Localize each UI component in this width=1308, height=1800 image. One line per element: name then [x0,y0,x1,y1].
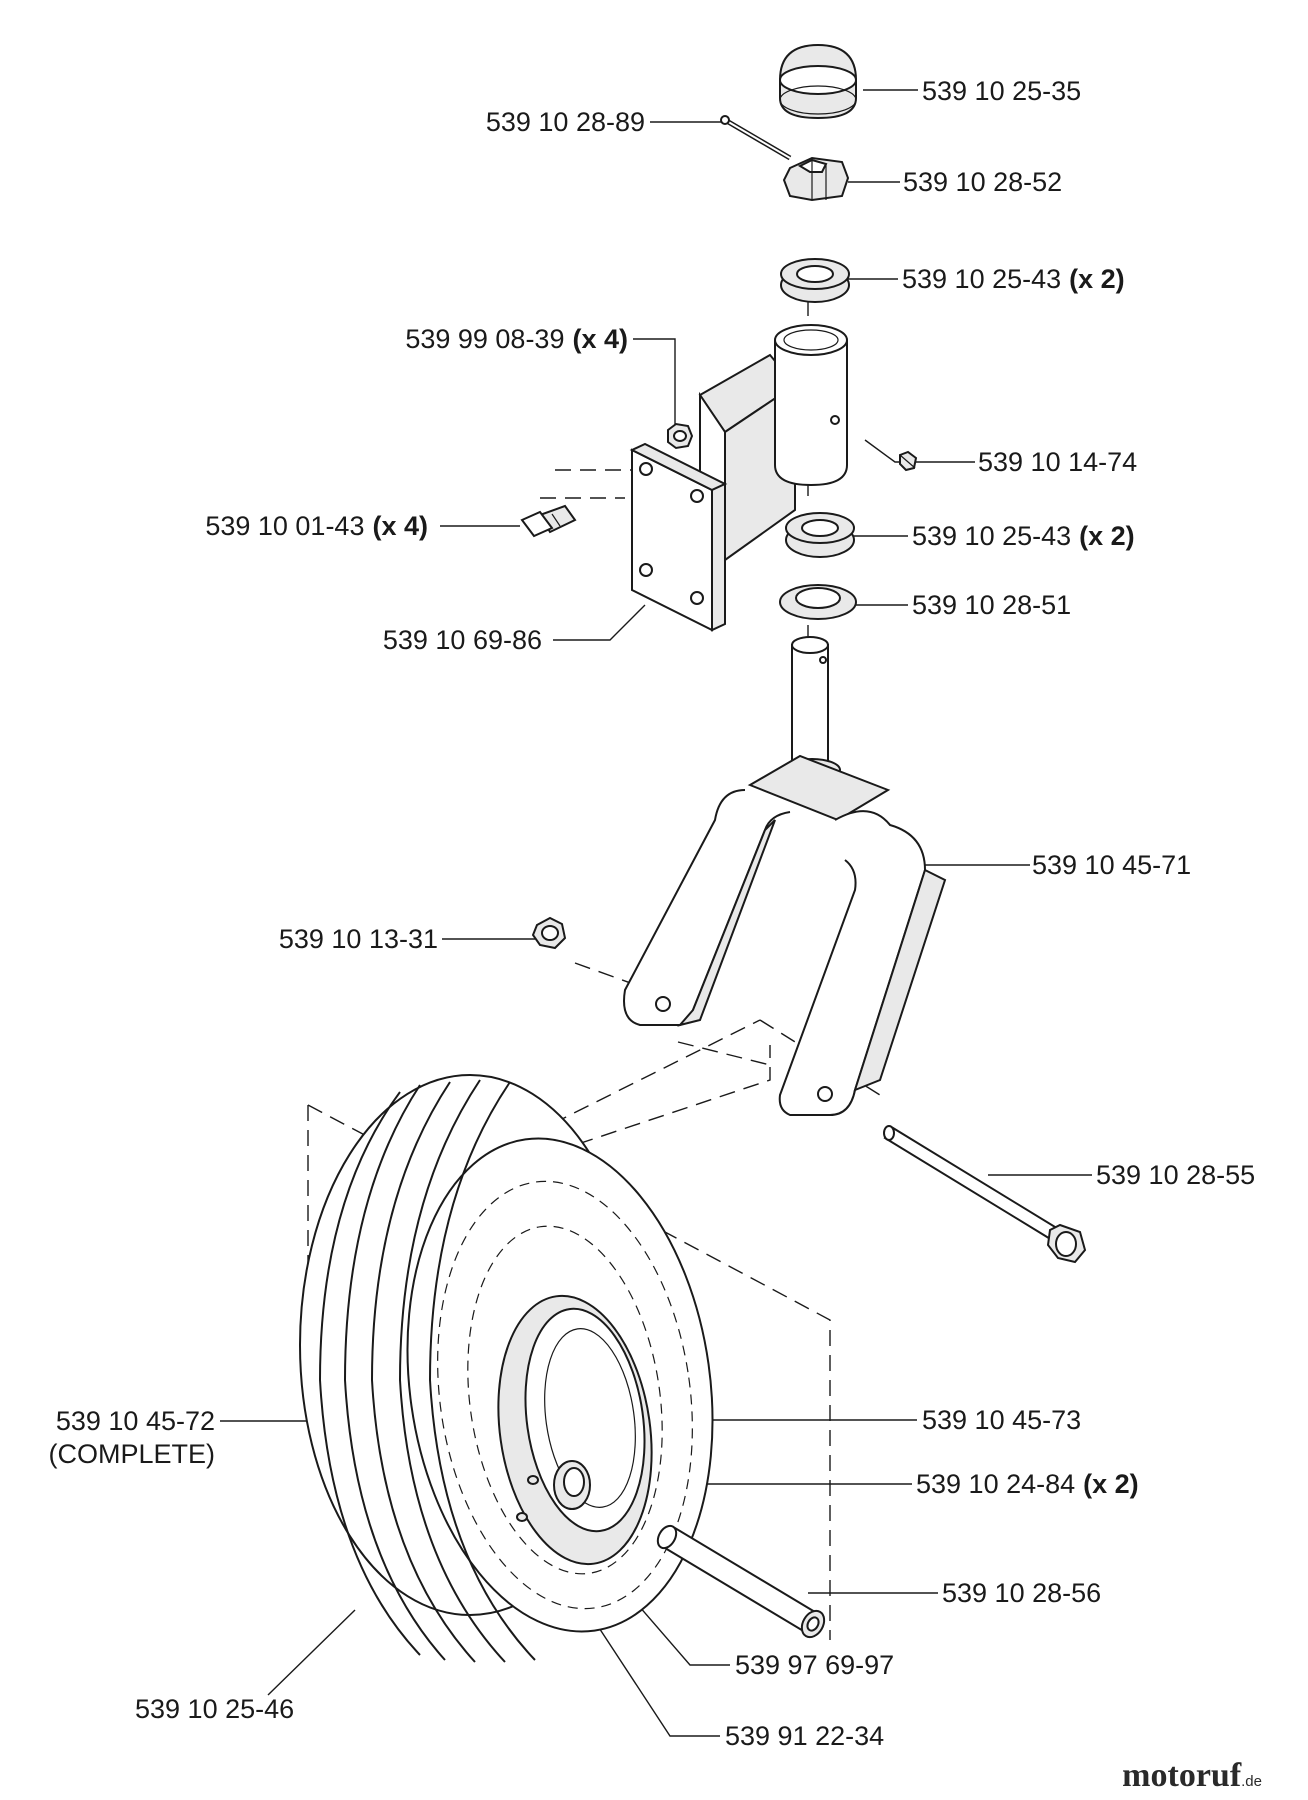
label-hub-cap: 539 10 25-35 [922,76,1081,106]
label-wheel-complete: 539 10 45-72 [56,1406,215,1436]
hub-cap [779,43,857,120]
lower-bearing [785,512,855,558]
svg-text:motoruf.de: motoruf.de [1122,1757,1262,1794]
watermark-logo: motoruf.de [1122,1757,1262,1794]
label-upper-bearing: 539 10 25-43(x 2) [902,264,1125,294]
mount-nut [667,422,694,450]
label-wheel-complete-note: (COMPLETE) [48,1439,215,1469]
label-wheel-bearing: 539 10 24-84(x 2) [916,1469,1139,1499]
label-tire: 539 10 25-46 [135,1694,294,1724]
axle-bolt [883,1125,1087,1264]
label-lower-bearing: 539 10 25-43(x 2) [912,521,1135,551]
grease-fitting [899,450,918,472]
label-axle-bolt: 539 10 28-55 [1096,1160,1255,1190]
leader-lines [220,89,1092,1737]
axle-nut [531,916,567,950]
seal [779,584,857,620]
part-labels: 539 10 25-35 539 10 28-89 539 10 28-52 5… [48,76,1255,1751]
label-fork: 539 10 45-71 [1032,850,1191,880]
label-mount-bracket: 539 10 69-86 [383,625,542,655]
watermark-brand: motoruf [1122,1757,1242,1794]
label-valve: 539 97 69-97 [735,1650,894,1680]
label-mount-nut: 539 99 08-39(x 4) [405,324,628,354]
castle-nut [782,156,850,202]
spacer-tube [656,1524,826,1639]
label-seal: 539 10 28-51 [912,590,1071,620]
label-spacer-tube: 539 10 28-56 [942,1578,1101,1608]
label-rim: 539 10 45-73 [922,1405,1081,1435]
wheel [299,1074,714,1663]
label-grease-fitting: 539 10 14-74 [978,447,1137,477]
watermark-tld: .de [1241,1773,1262,1790]
label-axle-nut: 539 10 13-31 [279,924,438,954]
label-castle-nut: 539 10 28-52 [903,167,1062,197]
label-cotter-pin: 539 10 28-89 [486,107,645,137]
mount-bracket [629,324,848,632]
upper-bearing [780,258,850,303]
fork [623,636,947,1116]
label-mount-bolt: 539 10 01-43(x 4) [205,511,428,541]
label-valve-stem: 539 91 22-34 [725,1721,884,1751]
cotter-pin [720,115,792,161]
mount-bolt [520,504,577,538]
